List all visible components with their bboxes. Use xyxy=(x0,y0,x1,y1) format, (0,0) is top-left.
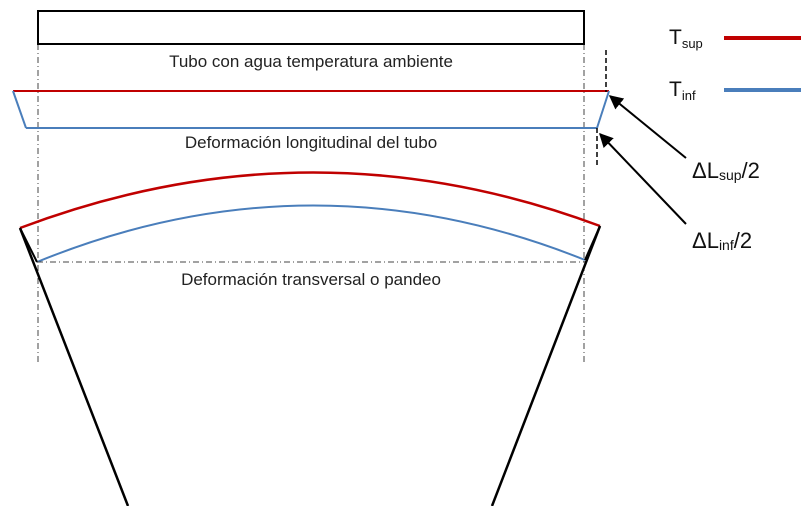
delta-sup-suffix: /2 xyxy=(741,158,760,183)
delta-inf-suffix: /2 xyxy=(733,228,753,253)
delta-inf-prefix: ΔL xyxy=(692,228,719,253)
longitudinal-right-side xyxy=(596,90,610,129)
buckling-bottom-arc xyxy=(36,204,586,263)
legend-inf-subscript: inf xyxy=(681,88,696,103)
legend-sup-subscript: sup xyxy=(681,36,703,51)
delta-sup-prefix: ΔL xyxy=(692,158,719,183)
arrow-delta-inf xyxy=(599,132,687,225)
delta-inf-subscript: inf xyxy=(718,237,734,253)
legend-sup-base: T xyxy=(669,26,682,49)
label-transversal-deformation: Deformación transversal o pandeo xyxy=(181,270,441,289)
delta-label-inf: ΔLinf/2 xyxy=(692,228,753,253)
legend-inf-base: T xyxy=(669,78,682,101)
right-support-line xyxy=(490,225,602,506)
label-longitudinal-deformation: Deformación longitudinal del tubo xyxy=(184,133,438,152)
legend-label-sup: Tsup xyxy=(669,27,703,50)
arrow-delta-sup xyxy=(608,95,687,159)
delta-sup-subscript: sup xyxy=(718,167,742,183)
delta-label-sup: ΔLsup/2 xyxy=(692,158,760,183)
label-tube-ambient: Tubo con agua temperatura ambiente xyxy=(169,52,453,71)
legend-label-inf: Tinf xyxy=(669,79,696,102)
longitudinal-left-side xyxy=(12,90,27,129)
buckling-top-arc xyxy=(19,171,601,230)
left-support-line xyxy=(18,227,130,506)
ambient-tube-rect xyxy=(37,10,585,45)
